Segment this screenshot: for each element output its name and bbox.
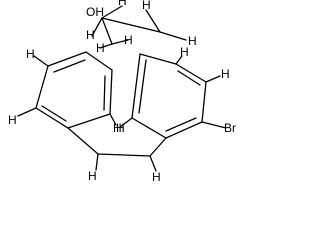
- bond: [201, 81, 207, 123]
- bond: [175, 55, 183, 65]
- hydrogen-label: H: [118, 0, 127, 8]
- bond: [33, 55, 49, 67]
- hydrogen-label: H: [124, 33, 133, 47]
- bromine-label: Br: [224, 121, 236, 135]
- bond: [165, 121, 203, 139]
- bond: [67, 127, 99, 155]
- bond: [103, 75, 106, 111]
- bond: [149, 155, 157, 172]
- bond: [145, 9, 161, 33]
- bond: [109, 113, 117, 126]
- bond: [139, 53, 177, 65]
- hydrogen-label: H: [8, 113, 17, 127]
- canvas-background: [0, 0, 255, 184]
- hydrogen-label: H: [116, 121, 125, 135]
- bond: [177, 70, 201, 86]
- bond: [101, 17, 161, 33]
- bond: [131, 53, 141, 119]
- bond: [85, 51, 113, 71]
- atom-labels: OH Br H H H H H H H H H H H H H H: [8, 0, 236, 184]
- bond: [205, 75, 221, 83]
- bond: [119, 117, 133, 128]
- bond: [17, 107, 37, 117]
- bond: [109, 69, 113, 115]
- bond: [175, 63, 207, 83]
- bond: [165, 117, 197, 132]
- bond: [53, 59, 86, 73]
- bond: [159, 31, 187, 41]
- bond: [149, 137, 167, 157]
- hydrogen-label: H: [152, 170, 161, 184]
- bond: [101, 17, 113, 45]
- bond: [101, 5, 123, 19]
- molecule-structure: OH Br H H H H H H H H H H H H H H: [0, 0, 255, 184]
- bond: [201, 121, 227, 129]
- hydrogen-label: H: [188, 34, 197, 48]
- hydrogen-label: H: [96, 41, 105, 55]
- bond: [35, 65, 49, 109]
- hydrogen-label: H: [88, 169, 97, 183]
- hydrogen-label: H: [180, 45, 189, 59]
- bond: [35, 107, 69, 129]
- bond: [67, 113, 111, 129]
- hydrogen-label: H: [221, 67, 230, 81]
- bond: [97, 153, 151, 157]
- bond: [95, 153, 99, 171]
- bond: [47, 51, 87, 67]
- hydrogen-label: H: [113, 121, 122, 135]
- bond: [91, 17, 103, 37]
- bond: [111, 39, 129, 45]
- bond: [131, 117, 167, 139]
- hydrogen-label: H: [86, 28, 95, 42]
- bond-lines: [17, 5, 227, 172]
- bond: [138, 59, 147, 114]
- hydrogen-label: H: [26, 47, 35, 61]
- hydrogen-label: H: [142, 0, 151, 12]
- hydroxyl-label: OH: [86, 5, 104, 19]
- bond: [41, 105, 67, 122]
- bond: [99, 43, 113, 49]
